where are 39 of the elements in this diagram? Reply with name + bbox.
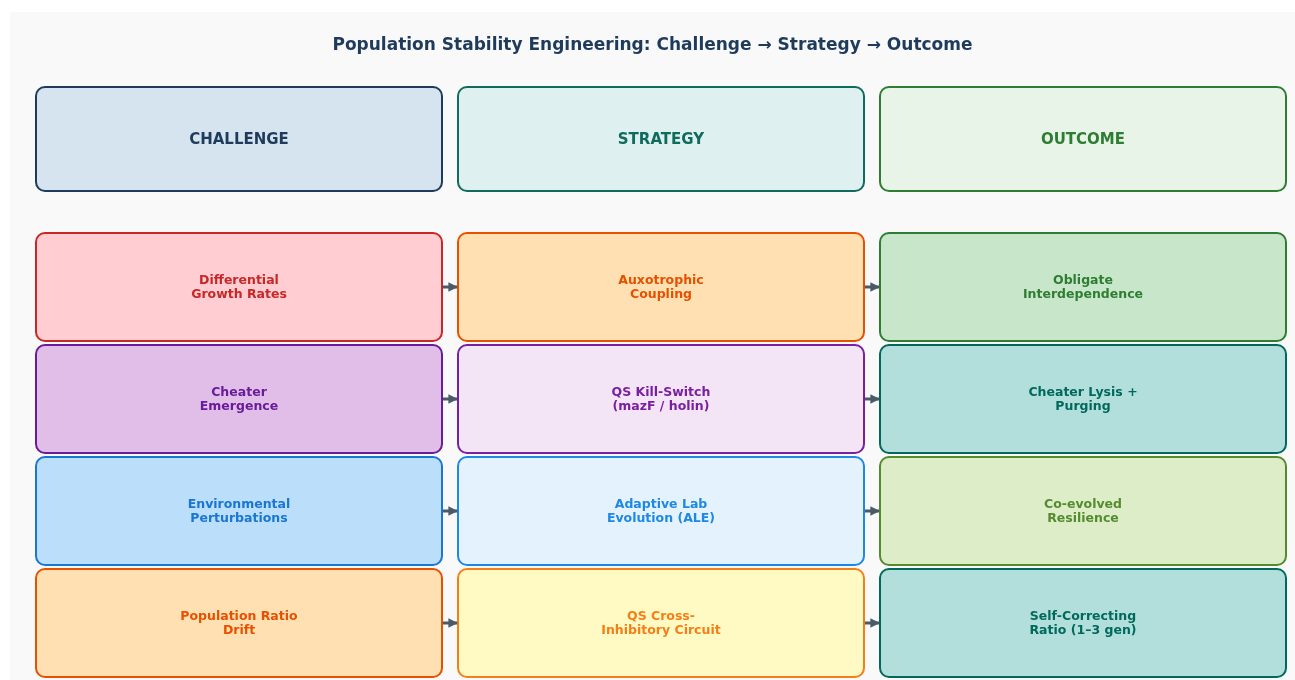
column-header-box: [457, 86, 865, 192]
box-label: Environmental Perturbations: [186, 497, 292, 525]
box-label: Self-Correcting Ratio (1–3 gen): [1028, 609, 1138, 637]
process-box: [457, 456, 865, 566]
arrow: [443, 506, 458, 516]
box-label: Differential Growth Rates: [190, 273, 288, 301]
process-box: [879, 568, 1287, 678]
arrow: [443, 282, 458, 292]
arrow: [865, 394, 880, 404]
arrow: [865, 506, 880, 516]
diagram-title: Population Stability Engineering: Challenge → Strategy → Outcome: [331, 34, 974, 54]
column-header: CHALLENGE: [189, 132, 289, 146]
box-label: Co-evolved Resilience: [1043, 497, 1123, 525]
box-label: QS Cross- Inhibitory Circuit: [600, 609, 722, 637]
process-box: [457, 568, 865, 678]
column-header-box: [879, 86, 1287, 192]
box-label: QS Kill-Switch (mazF / holin): [610, 385, 712, 413]
column-header: OUTCOME: [1040, 132, 1126, 146]
process-box: [879, 456, 1287, 566]
column-header: STRATEGY: [617, 132, 705, 146]
process-box: [879, 232, 1287, 342]
column-header-box: [35, 86, 443, 192]
process-box: [35, 568, 443, 678]
process-box: [35, 456, 443, 566]
arrow: [865, 282, 880, 292]
process-box: [35, 232, 443, 342]
arrow: [865, 618, 880, 628]
box-label: Cheater Lysis + Purging: [1027, 385, 1139, 413]
process-box: [879, 344, 1287, 454]
box-label: Obligate Interdependence: [1021, 273, 1145, 301]
arrow: [443, 618, 458, 628]
process-box: [35, 344, 443, 454]
box-label: Auxotrophic Coupling: [617, 273, 705, 301]
process-box: [457, 232, 865, 342]
arrow: [443, 394, 458, 404]
box-label: Cheater Emergence: [198, 385, 280, 413]
box-label: Adaptive Lab Evolution (ALE): [605, 497, 717, 525]
process-box: [457, 344, 865, 454]
box-label: Population Ratio Drift: [179, 609, 299, 637]
